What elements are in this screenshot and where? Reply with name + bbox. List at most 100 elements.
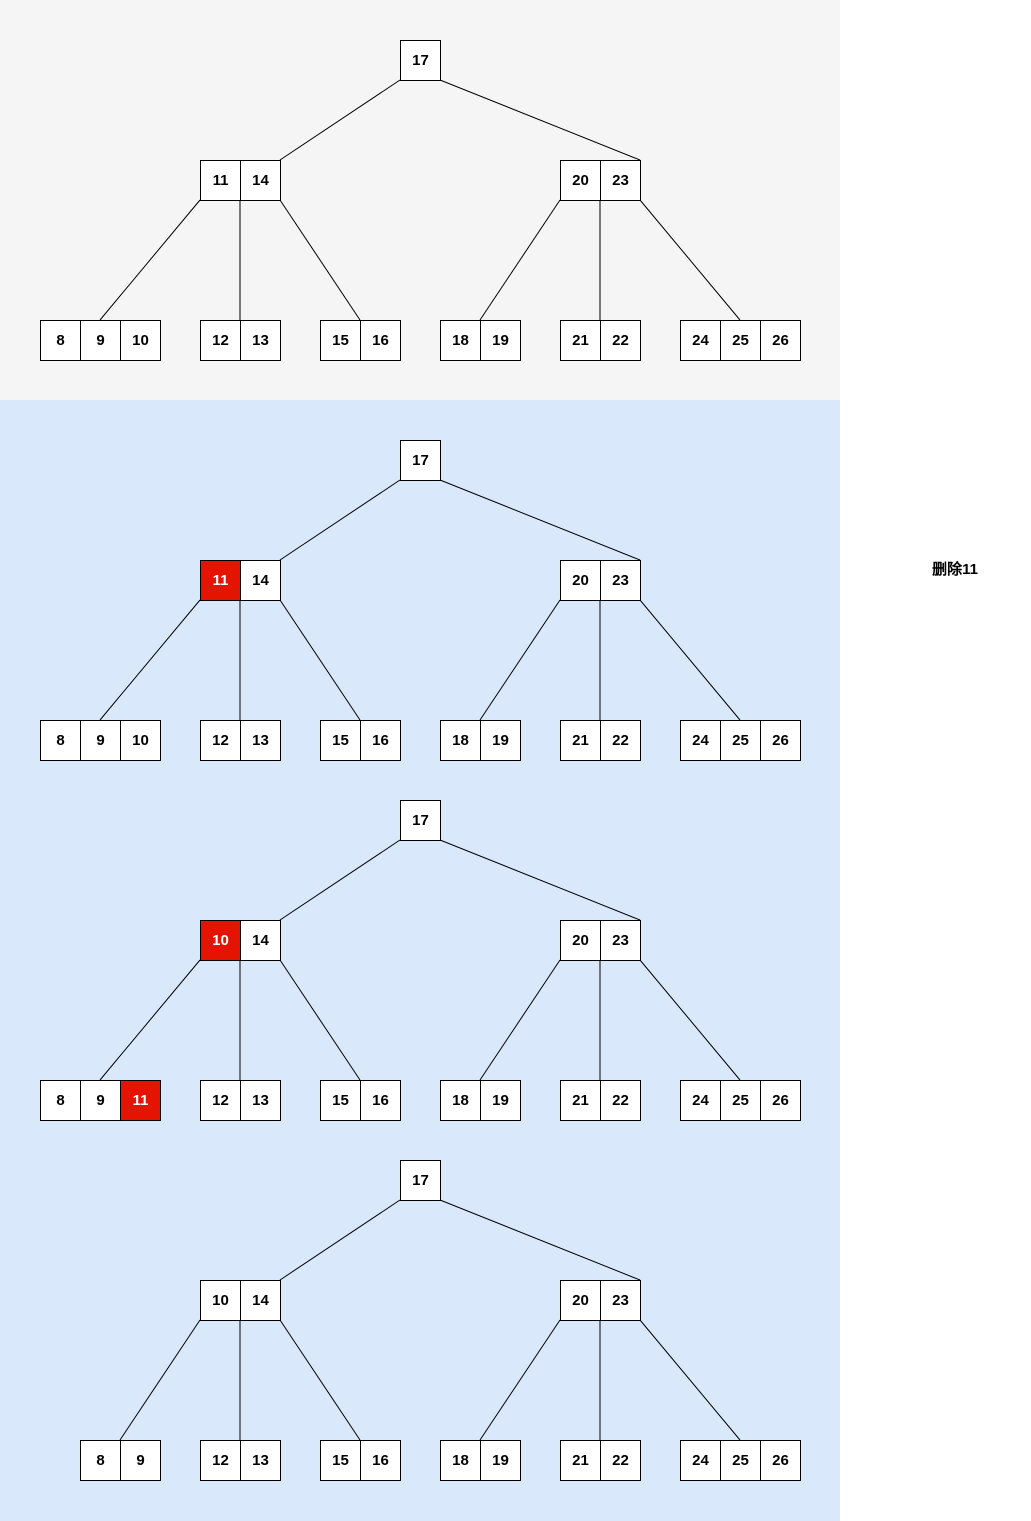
key-label: 10 xyxy=(212,932,229,949)
key-cell xyxy=(720,720,761,761)
edge xyxy=(439,1199,641,1281)
edge xyxy=(439,479,641,561)
key-cell xyxy=(560,320,601,361)
key-cell xyxy=(80,1440,121,1481)
key-label: 17 xyxy=(412,1172,429,1189)
key-cell xyxy=(400,1160,441,1201)
key-cell xyxy=(680,1440,721,1481)
key-label: 26 xyxy=(772,1452,789,1469)
key-cell xyxy=(760,1080,801,1121)
key-label: 22 xyxy=(612,332,629,349)
key-cell xyxy=(480,1440,521,1481)
key-label: 18 xyxy=(452,1452,469,1469)
key-cell xyxy=(240,1440,281,1481)
key-label: 17 xyxy=(412,812,429,829)
key-label: 8 xyxy=(56,732,64,749)
key-label: 9 xyxy=(96,732,104,749)
key-label: 16 xyxy=(372,732,389,749)
key-cell xyxy=(360,320,401,361)
key-label: 12 xyxy=(212,332,229,349)
key-label: 14 xyxy=(252,932,269,949)
key-cell xyxy=(400,800,441,841)
key-cell xyxy=(200,920,241,961)
key-label: 24 xyxy=(692,732,709,749)
key-label: 11 xyxy=(213,572,229,589)
key-cell xyxy=(600,920,641,961)
edge xyxy=(439,79,641,161)
key-cell xyxy=(120,720,161,761)
edge xyxy=(279,199,361,321)
edge xyxy=(279,479,401,561)
internal-node: 11 14 xyxy=(200,560,281,601)
key-cell xyxy=(240,920,281,961)
key-label: 8 xyxy=(56,332,64,349)
key-label: 10 xyxy=(212,1292,229,1309)
root-node: 17 xyxy=(400,1160,441,1201)
edge xyxy=(479,199,561,321)
key-label: 25 xyxy=(732,1092,749,1109)
key-cell xyxy=(680,1080,721,1121)
key-label: 19 xyxy=(492,332,509,349)
key-cell xyxy=(760,720,801,761)
root-node: 17 xyxy=(400,40,441,81)
key-label: 20 xyxy=(572,1292,589,1309)
key-label: 18 xyxy=(452,1092,469,1109)
key-cell xyxy=(600,160,641,201)
key-label: 14 xyxy=(252,172,269,189)
key-label: 20 xyxy=(572,172,589,189)
key-cell xyxy=(80,320,121,361)
key-cell xyxy=(440,320,481,361)
key-cell xyxy=(600,720,641,761)
key-label: 24 xyxy=(692,332,709,349)
key-cell xyxy=(240,1080,281,1121)
key-label: 12 xyxy=(212,1092,229,1109)
key-label: 14 xyxy=(252,572,269,589)
key-cell xyxy=(360,1440,401,1481)
key-label: 12 xyxy=(212,1452,229,1469)
key-cell xyxy=(40,320,81,361)
key-cell xyxy=(360,1080,401,1121)
key-label: 19 xyxy=(492,1092,509,1109)
key-label: 17 xyxy=(412,52,429,69)
key-cell xyxy=(200,1440,241,1481)
key-label: 25 xyxy=(732,1452,749,1469)
key-cell xyxy=(120,320,161,361)
key-cell xyxy=(240,560,281,601)
edge xyxy=(479,959,561,1081)
edge xyxy=(479,1319,561,1441)
key-label: 16 xyxy=(372,1452,389,1469)
key-cell xyxy=(600,1440,641,1481)
key-cell xyxy=(600,560,641,601)
key-label: 22 xyxy=(612,732,629,749)
key-cell xyxy=(40,1080,81,1121)
key-cell xyxy=(320,720,361,761)
key-label: 24 xyxy=(692,1092,709,1109)
key-cell xyxy=(240,720,281,761)
key-label: 15 xyxy=(332,732,349,749)
key-label: 20 xyxy=(572,572,589,589)
key-label: 26 xyxy=(772,332,789,349)
key-cell xyxy=(680,320,721,361)
key-label: 14 xyxy=(252,1292,269,1309)
key-label: 9 xyxy=(136,1452,144,1469)
key-cell xyxy=(480,320,521,361)
key-label: 20 xyxy=(572,932,589,949)
key-label: 24 xyxy=(692,1452,709,1469)
key-label: 8 xyxy=(96,1452,104,1469)
key-label: 11 xyxy=(133,1092,149,1109)
step-caption: 删除11 xyxy=(932,561,978,578)
edge xyxy=(639,1319,741,1441)
key-label: 17 xyxy=(412,452,429,469)
